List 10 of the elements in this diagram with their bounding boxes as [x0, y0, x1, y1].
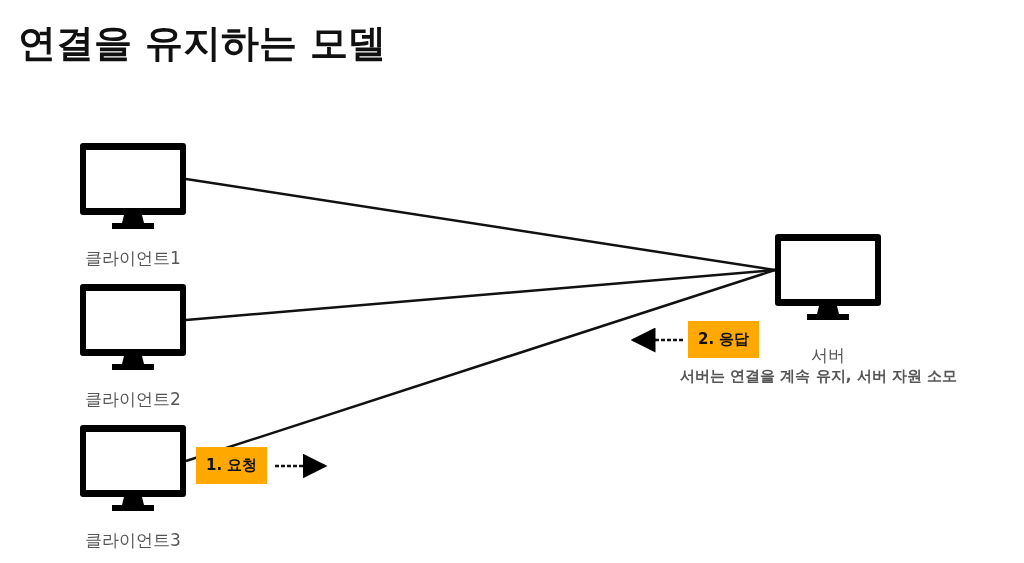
step-label: 2. 응답: [688, 321, 760, 358]
title: 연결을 유지하는 모델: [18, 20, 387, 67]
connection-line: [185, 268, 776, 463]
node-label: 서버: [811, 344, 845, 367]
node-label: 클라이언트2: [85, 388, 181, 411]
connection-line: [185, 177, 776, 272]
note-text: 서버는 연결을 계속 유지, 서버 자원 소모: [680, 367, 958, 386]
step-label: 1. 요청: [196, 447, 268, 484]
node-label: 클라이언트3: [85, 529, 181, 552]
node-label: 클라이언트1: [85, 247, 181, 270]
